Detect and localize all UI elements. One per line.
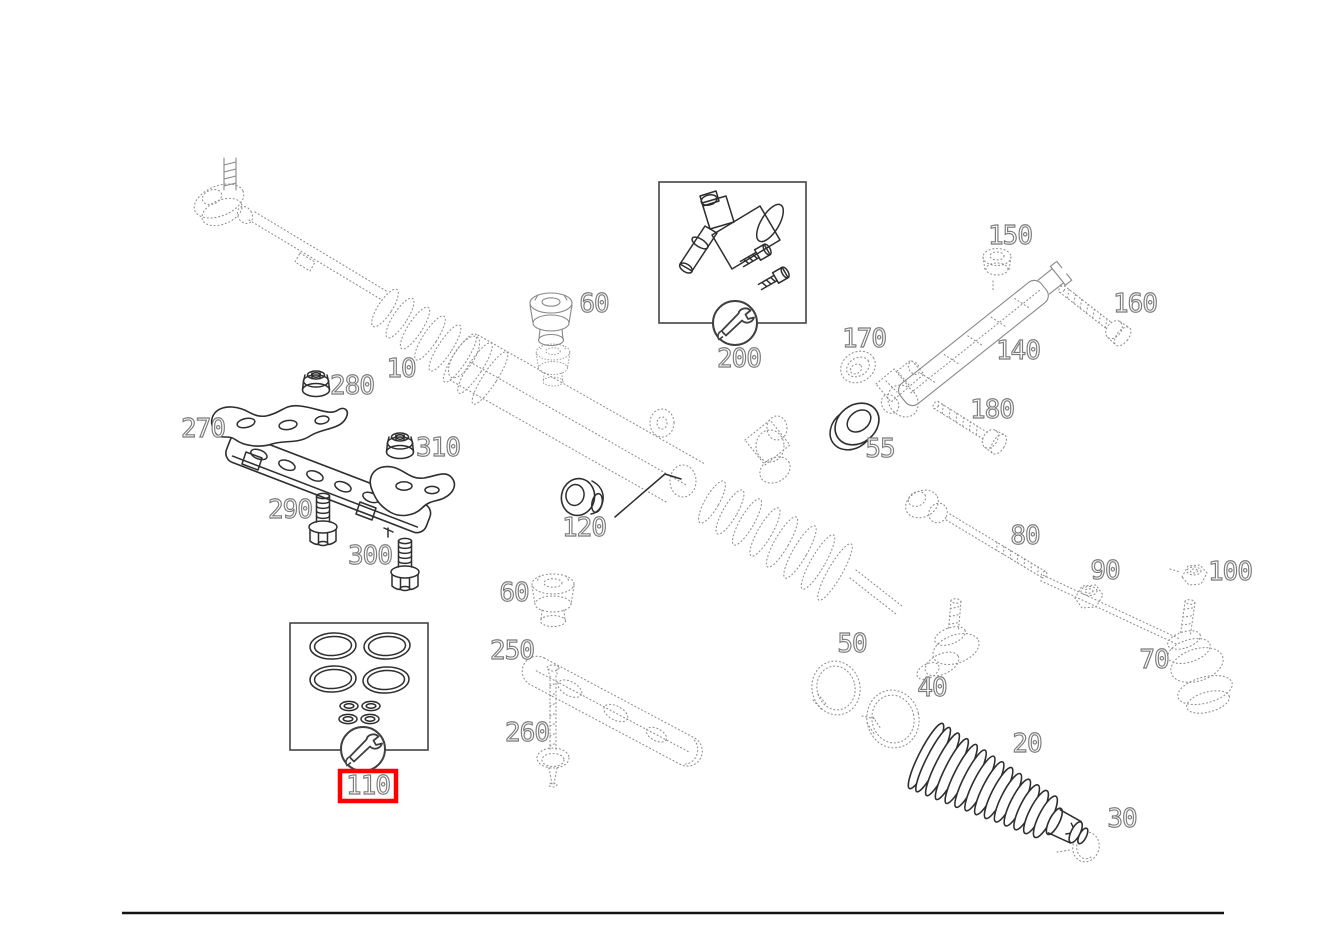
part-20-steering-boot [907,722,1089,845]
part-label-290[interactable]: 290 [267,494,313,525]
part-label-90[interactable]: 90 [1090,555,1121,586]
part-label-250[interactable]: 250 [489,635,535,666]
part-label-55[interactable]: 55 [865,433,896,464]
right-boot-bellows [698,480,853,601]
part-label-310[interactable]: 310 [415,432,461,463]
part-300-bolt [390,537,420,592]
part-label-160[interactable]: 160 [1112,288,1158,319]
part-callouts: 10 280 270 310 290 300 60 60 120 200 170… [180,220,1253,834]
part-100-nut [1169,564,1208,586]
kit-box-200 [658,181,807,346]
rack-housing [447,334,706,504]
part-250-heat-shield [521,655,703,767]
part-40-clamp [861,689,920,749]
highlight-box-110 [337,768,399,804]
part-10-steering-gear-assembly [193,157,980,680]
housing-mount-bushing [535,343,571,387]
left-tie-rod-end [193,183,245,227]
part-70-outer-tie-rod-end [1040,574,1233,714]
u-joint-yoke [875,359,925,414]
part-60-cap-lower [531,573,575,628]
part-label-20[interactable]: 20 [1012,728,1043,759]
part-label-120[interactable]: 120 [561,512,607,543]
part-label-280[interactable]: 280 [329,370,375,401]
leader-line-120 [614,473,682,518]
part-270-crossmember [210,404,456,538]
part-label-180[interactable]: 180 [969,394,1015,425]
left-tie-rod-stud [223,157,237,191]
part-120-plug [560,477,604,517]
left-tie-rod [236,205,389,301]
part-150-cap [982,247,1012,291]
part-label-40[interactable]: 40 [917,672,948,703]
part-label-200[interactable]: 200 [716,343,762,374]
pinion-valve-housing [744,415,791,484]
selected-part-callout[interactable]: 110 [337,768,399,804]
part-170-ring [840,350,876,384]
part-label-140[interactable]: 140 [995,335,1041,366]
part-260-bolt [536,664,570,788]
part-label-300[interactable]: 300 [347,540,393,571]
right-tie-rod-end [849,569,980,680]
part-90-lock-nut [1074,584,1104,609]
part-label-270[interactable]: 270 [180,413,226,444]
part-label-50[interactable]: 50 [837,628,868,659]
wrench-icon [712,300,758,346]
wrench-icon [340,726,386,772]
part-label-110[interactable]: 110 [345,770,391,801]
part-280-nut [301,370,331,398]
part-140-steering-shaft [887,260,1073,418]
part-label-70[interactable]: 70 [1139,644,1170,675]
kit-box-110 [289,622,429,772]
crossmember-right-wing [369,465,456,517]
part-label-80[interactable]: 80 [1010,520,1041,551]
part-50-clamp [811,660,861,716]
part-label-60b[interactable]: 60 [499,577,530,608]
part-label-60a[interactable]: 60 [579,288,610,319]
part-180-bolt [932,400,1008,455]
part-label-100[interactable]: 100 [1207,556,1253,587]
part-80-inner-tie-rod [905,489,1048,579]
part-160-bolt [1058,284,1132,347]
part-label-260[interactable]: 260 [504,717,550,748]
left-boot-bellows [371,288,509,405]
part-label-10[interactable]: 10 [386,353,417,384]
part-label-170[interactable]: 170 [841,323,887,354]
part-55-seal [829,402,880,451]
valve-repair-kit-drawing [678,190,790,291]
part-310-nut [385,432,415,460]
part-label-150[interactable]: 150 [987,220,1033,251]
part-label-30[interactable]: 30 [1107,803,1138,834]
part-60-cap-upper [529,292,573,347]
